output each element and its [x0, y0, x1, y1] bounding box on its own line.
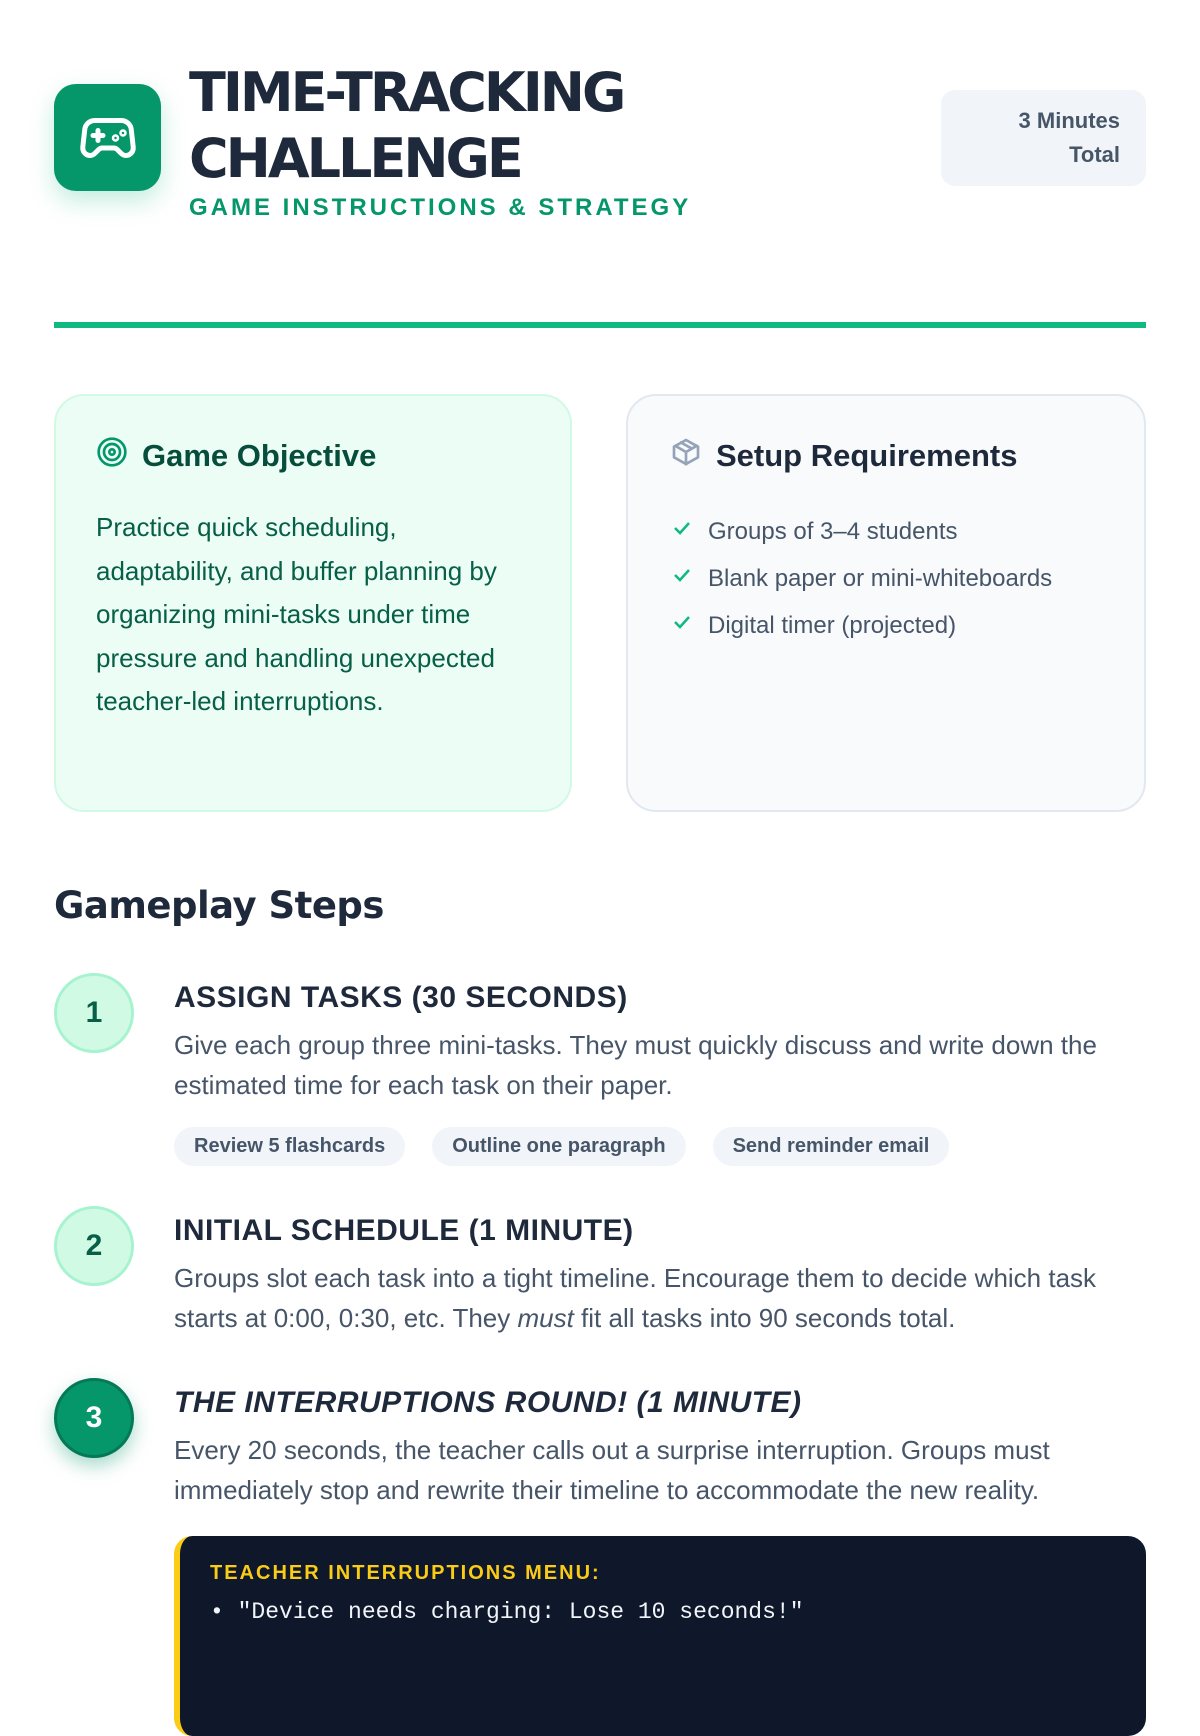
- menu-item: • "Device needs charging: Lose 10 second…: [210, 1599, 804, 1625]
- gameplay-title: Gameplay Steps: [54, 884, 384, 927]
- list-item: Blank paper or mini-whiteboards: [670, 555, 1104, 602]
- task-tag: Outline one paragraph: [432, 1127, 686, 1166]
- objective-text: Practice quick scheduling, adaptability,…: [96, 512, 497, 716]
- page-subtitle: GAME INSTRUCTIONS & STRATEGY: [189, 194, 692, 221]
- step-number: 3: [54, 1378, 134, 1458]
- objective-title: Game Objective: [142, 438, 377, 473]
- step-number: 1: [54, 973, 134, 1053]
- check-icon: [670, 610, 694, 641]
- setup-title: Setup Requirements: [716, 438, 1018, 473]
- check-icon: [670, 516, 694, 547]
- list-item: Digital timer (projected): [670, 602, 1104, 649]
- step-2: 2 INITIAL SCHEDULE (1 MINUTE) Groups slo…: [54, 1206, 1146, 1338]
- menu-title: TEACHER INTERRUPTIONS MENU:: [210, 1562, 601, 1584]
- badge-line-1: 3 Minutes: [1018, 108, 1120, 133]
- badge-line-2: Total: [1069, 142, 1120, 167]
- list-item: Groups of 3–4 students: [670, 508, 1104, 555]
- step-number: 2: [54, 1206, 134, 1286]
- check-icon: [670, 563, 694, 594]
- header-divider: [54, 322, 1146, 328]
- task-tag: Review 5 flashcards: [174, 1127, 406, 1166]
- step-title: ASSIGN TASKS (30 SECONDS): [174, 981, 628, 1014]
- objective-card: Game Objective Practice quick scheduling…: [54, 394, 572, 812]
- title-line-2: CHALLENGE: [189, 127, 524, 190]
- target-icon: [96, 436, 128, 476]
- step-text-emphasis: must: [517, 1303, 574, 1333]
- step-text-part: fit all tasks into 90 seconds total.: [573, 1303, 956, 1333]
- step-1: 1 ASSIGN TASKS (30 SECONDS) Give each gr…: [54, 973, 1146, 1166]
- step-3: 3 THE INTERRUPTIONS ROUND! (1 MINUTE) Ev…: [54, 1378, 1146, 1736]
- task-tag: Send reminder email: [712, 1127, 950, 1166]
- gamepad-icon: [54, 84, 161, 191]
- setup-item-text: Groups of 3–4 students: [708, 517, 958, 545]
- step-text: Groups slot each task into a tight timel…: [174, 1258, 1146, 1338]
- title-line-1: TIME-TRACKING: [189, 61, 626, 124]
- setup-item-text: Blank paper or mini-whiteboards: [708, 564, 1053, 592]
- setup-item-text: Digital timer (projected): [708, 611, 957, 639]
- interruptions-menu: TEACHER INTERRUPTIONS MENU: • "Device ne…: [174, 1536, 1146, 1736]
- menu-item-text: "Device needs charging: Lose 10 seconds!…: [237, 1599, 804, 1625]
- step-text: Every 20 seconds, the teacher calls out …: [174, 1435, 1050, 1505]
- package-icon: [670, 436, 702, 476]
- step-text: Give each group three mini-tasks. They m…: [174, 1030, 1097, 1100]
- setup-card: Setup Requirements Groups of 3–4 student…: [626, 394, 1146, 812]
- step-text-part: Groups slot each task into a tight timel…: [174, 1263, 1097, 1333]
- step-title: INITIAL SCHEDULE (1 MINUTE): [174, 1214, 634, 1247]
- step-title: THE INTERRUPTIONS ROUND! (1 MINUTE): [174, 1386, 802, 1419]
